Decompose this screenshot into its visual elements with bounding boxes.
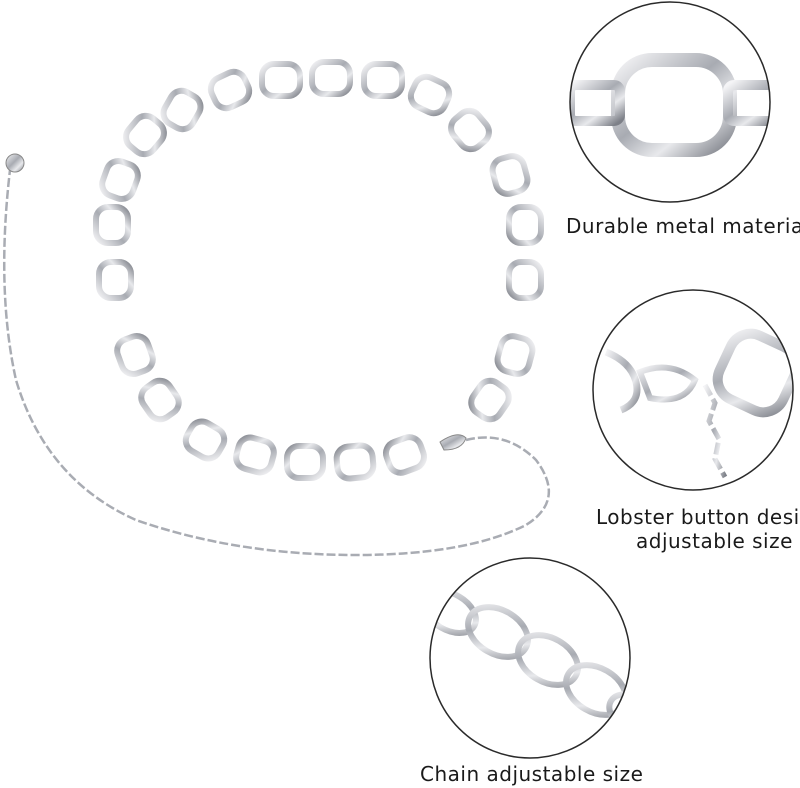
oval-link (123, 112, 167, 158)
oval-link (259, 61, 303, 99)
oval-link (506, 204, 544, 246)
closeup-oval-link (569, 1, 771, 203)
oval-link (489, 153, 531, 197)
caption-chain-adjustable: Chain adjustable size (420, 762, 644, 786)
oval-link (96, 259, 134, 301)
oval-link (93, 204, 131, 246)
oval-link (468, 377, 512, 423)
oval-link (309, 59, 353, 97)
oval-link (448, 107, 492, 153)
caption-durable-metal: Durable metal material (566, 214, 800, 238)
caption-lobster-button: Lobster button design, adjustable size (596, 505, 800, 553)
lobster-clasp (439, 434, 467, 451)
oval-link (382, 434, 428, 476)
closeup-chain (429, 557, 631, 759)
oval-link (207, 68, 253, 112)
oval-link (494, 333, 536, 377)
oval-link (138, 377, 182, 423)
oval-link (506, 259, 544, 301)
caption-line-2: adjustable size (636, 529, 793, 553)
end-bead (5, 153, 25, 173)
oval-link (160, 87, 204, 133)
oval-link (407, 73, 453, 117)
oval-link (284, 443, 326, 481)
closeup-lobster-clasp (592, 289, 794, 491)
oval-link (333, 442, 377, 482)
oval-link (361, 61, 405, 99)
oval-link (99, 157, 141, 203)
extension-chain (2, 169, 551, 557)
oval-link (233, 434, 277, 476)
caption-line-1: Lobster button design, (596, 505, 800, 529)
oval-link (114, 332, 156, 378)
oval-link (182, 418, 228, 462)
belt-links (93, 59, 544, 482)
